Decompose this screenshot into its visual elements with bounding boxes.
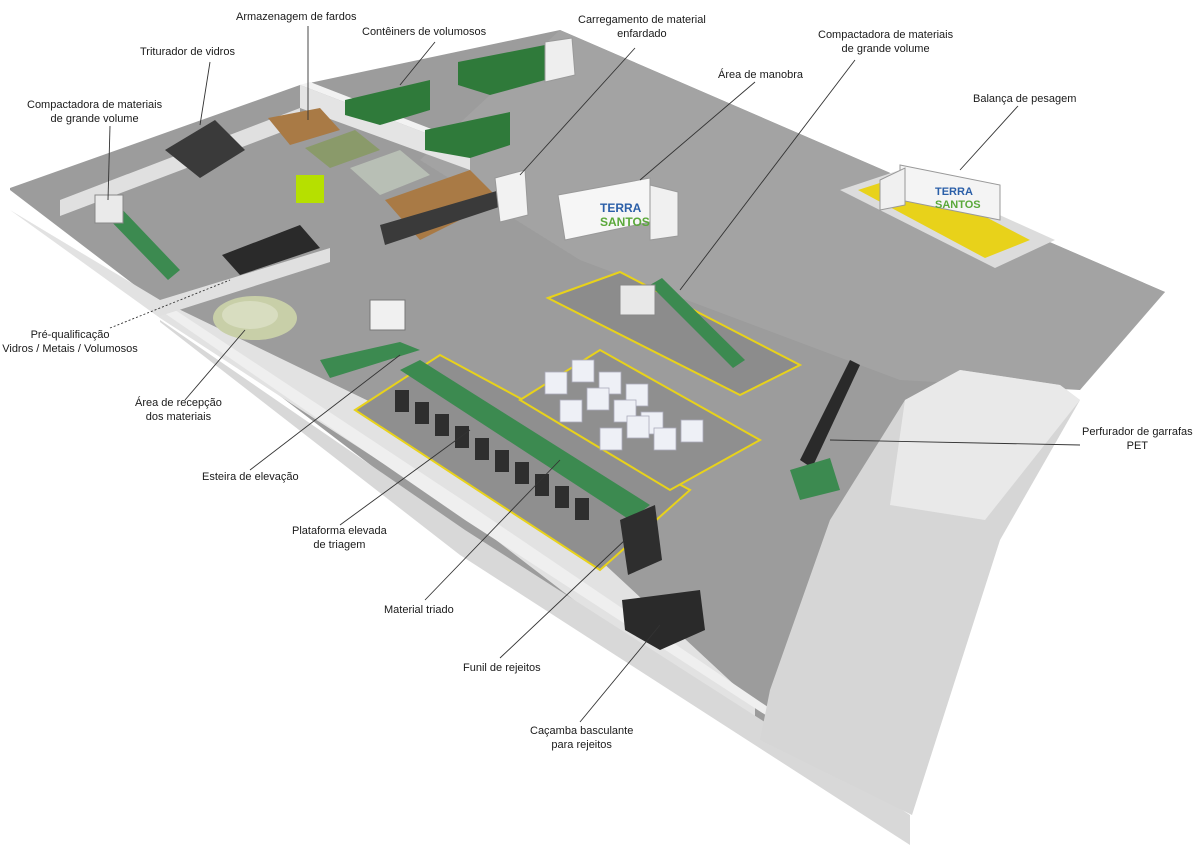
scale-truck-cab [879, 167, 906, 211]
sorting-conveyor [400, 360, 650, 520]
label-esteira-line: Esteira de elevação [202, 471, 299, 483]
label-plataforma-line2: de triagem [313, 539, 366, 551]
compactor-right-body [619, 284, 656, 316]
label-carregamento: Carregamento de material enfardado [578, 13, 706, 41]
divider-wall [160, 248, 330, 316]
glass-crusher [165, 120, 245, 178]
label-perfurador-line2: PET [1126, 440, 1149, 452]
skid-loader [369, 299, 406, 331]
bale-truck-bed [380, 190, 505, 245]
scale-truck-brand-1: TERRA [935, 186, 973, 198]
pet-perforator-conveyor [800, 360, 860, 468]
front-wall-top [160, 300, 912, 810]
label-material-triado: Material triado [384, 603, 454, 617]
label-area-manobra-line: Área de manobra [718, 69, 803, 81]
prequal-hopper [222, 225, 320, 275]
label-compactadora-direita-line2: de grande volume [841, 43, 930, 55]
label-area-recepcao-line2: dos materiais [145, 411, 212, 423]
maneuver-truck-brand-1: TERRA [600, 201, 642, 215]
pet-perforator-bin [790, 458, 840, 500]
label-armazenagem: Armazenagem de fardos [236, 10, 356, 24]
reject-hopper [620, 505, 662, 575]
container-1 [345, 80, 430, 125]
label-area-recepcao-line1: Área de recepção [135, 397, 222, 409]
compactor-left-conveyor [105, 205, 180, 280]
label-pre-qualificacao-line2: Vidros / Metais / Volumosos [2, 343, 138, 355]
label-balanca: Balança de pesagem [973, 92, 1076, 106]
label-area-manobra: Área de manobra [718, 68, 803, 82]
outer-yard [420, 30, 1165, 390]
label-conteineres: Contêiners de volumosos [362, 25, 486, 39]
container-truck-cab [544, 37, 576, 83]
label-triturador: Triturador de vidros [140, 45, 235, 59]
container-2 [425, 112, 510, 158]
scale-truck-brand-2: SANTOS [935, 199, 981, 211]
bales-green [305, 130, 380, 168]
label-material-triado-line: Material triado [384, 604, 454, 616]
reject-dumpster [622, 590, 705, 650]
label-plataforma-line1: Plataforma elevada [292, 525, 387, 537]
label-triturador-line: Triturador de vidros [140, 46, 235, 58]
label-esteira: Esteira de elevação [202, 470, 299, 484]
label-funil: Funil de rejeitos [463, 661, 541, 675]
bale-truck-cab [494, 169, 529, 223]
label-compactadora-direita-line1: Compactadora de materiais [818, 29, 954, 41]
maneuver-truck-brand-2: SANTOS [600, 215, 650, 229]
label-balanca-line: Balança de pesagem [973, 93, 1077, 105]
label-carregamento-line1: Carregamento de material [578, 14, 706, 26]
leader-lines [107, 26, 1081, 723]
label-compactadora-esquerda-line2: de grande volume [50, 113, 139, 125]
label-conteineres-line: Contêiners de volumosos [362, 26, 487, 38]
forklift [296, 175, 324, 203]
elevation-conveyor [320, 342, 420, 378]
label-perfurador-line1: Perfurador de garrafas [1082, 426, 1193, 438]
bales-brown [268, 108, 340, 145]
label-carregamento-line2: enfardado [617, 28, 667, 40]
label-area-recepcao: Área de recepção dos materiais [135, 396, 222, 424]
label-plataforma: Plataforma elevada de triagem [292, 524, 387, 552]
bales-grey [350, 150, 430, 195]
compactor-right-conveyor [650, 278, 745, 368]
sorted-bags [544, 359, 704, 451]
label-cacamba: Caçamba basculante para rejeitos [530, 724, 633, 752]
label-compactadora-esquerda-line1: Compactadora de materiais [27, 99, 163, 111]
label-compactadora-esquerda: Compactadora de materiais de grande volum… [27, 98, 162, 126]
front-wall [160, 300, 910, 845]
container-truck [458, 45, 545, 95]
right-building-top [890, 370, 1080, 520]
label-compactadora-direita: Compactadora de materiais de grande volum… [818, 28, 953, 56]
label-armazenagem-line: Armazenagem de fardos [236, 11, 357, 23]
label-pre-qualificacao-line1: Pré-qualificação [30, 329, 110, 341]
material-pile-2 [222, 301, 278, 329]
compactor-left-body [94, 194, 124, 224]
maneuver-truck-cab [649, 184, 679, 241]
label-cacamba-line2: para rejeitos [551, 739, 612, 751]
label-cacamba-line1: Caçamba basculante [530, 725, 634, 737]
label-funil-line: Funil de rejeitos [463, 662, 541, 674]
sorting-bins [395, 390, 589, 520]
